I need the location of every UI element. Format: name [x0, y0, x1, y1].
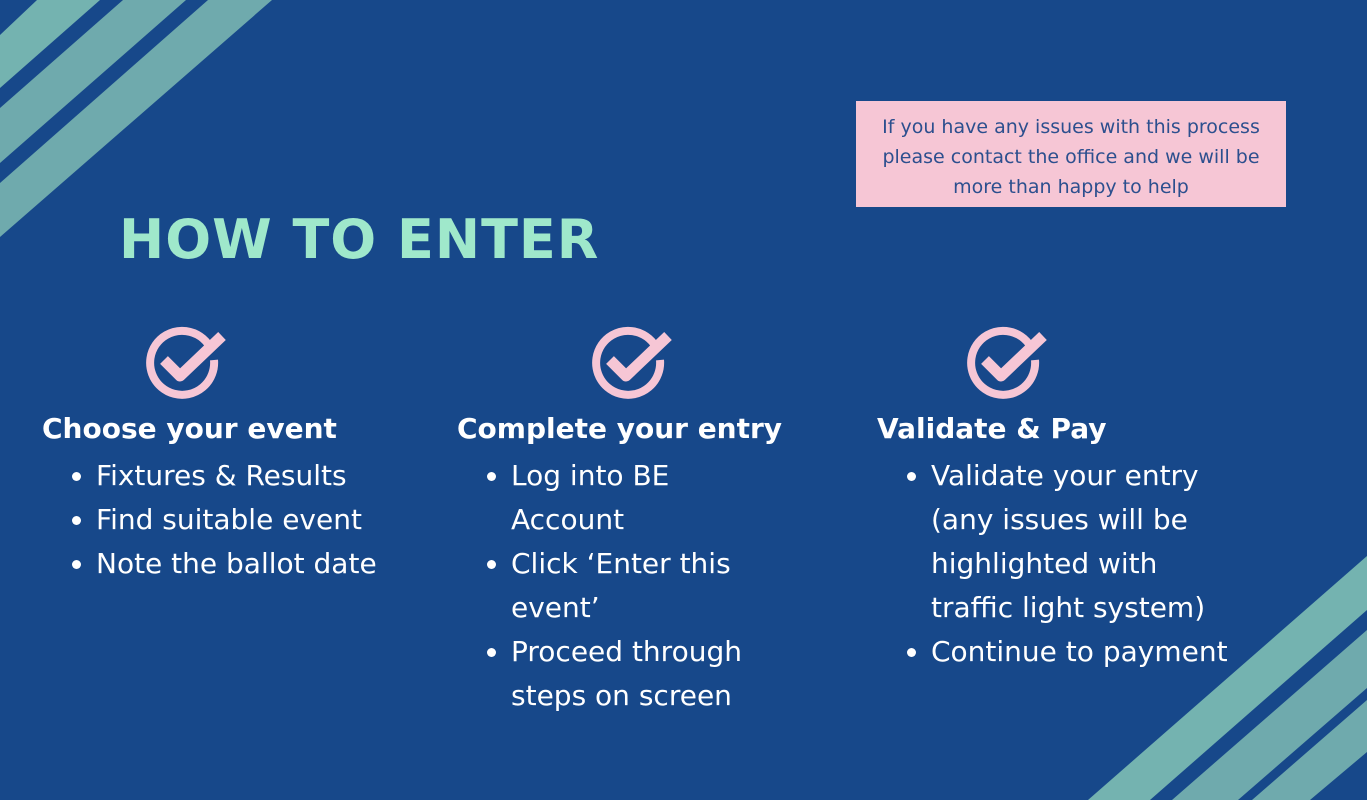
page-title: HOW TO ENTER	[119, 208, 600, 271]
check-circle-icon	[146, 326, 226, 399]
stripe	[1252, 700, 1367, 800]
check-circle-icon	[967, 326, 1047, 399]
check-circle-icon	[592, 326, 672, 399]
list-item: Proceed through steps on screen	[511, 630, 791, 718]
list-item: Click ‘Enter this event’	[511, 542, 791, 630]
list-item: Log into BE Account	[511, 454, 791, 542]
stripe	[0, 0, 186, 163]
list-item: Fixtures & Results	[96, 454, 476, 498]
list-item: Find suitable event	[96, 498, 476, 542]
step-heading: Validate & Pay	[877, 412, 1107, 445]
stripe	[1172, 630, 1367, 800]
stripe	[0, 0, 100, 88]
step-heading: Choose your event	[42, 412, 337, 445]
list-item: Note the ballot date	[96, 542, 476, 586]
stripe	[1088, 556, 1367, 800]
stripe	[0, 0, 272, 237]
contact-note: If you have any issues with this process…	[856, 101, 1286, 207]
list-item: Validate your entry (any issues will be …	[931, 454, 1241, 630]
list-item: Continue to payment	[931, 630, 1241, 674]
step-heading: Complete your entry	[457, 412, 783, 445]
